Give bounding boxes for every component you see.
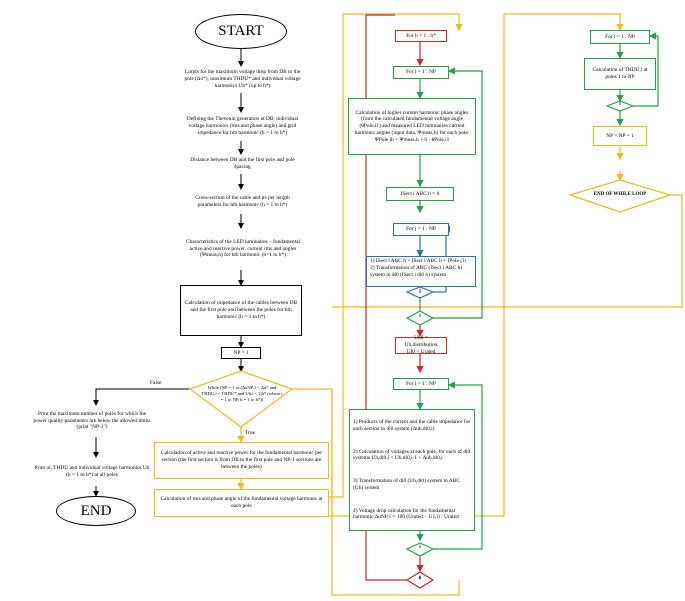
i-marker-b: i	[419, 545, 421, 550]
while-condition: While (NP = 1 or (ΔuNP,1 < Δu* and THDU,…	[201, 385, 283, 402]
for-h-loop: For h = 1 : h*	[395, 30, 447, 42]
proc3-text: 3) Transformation of di0 (Uh,di0) system…	[353, 478, 460, 491]
end-while-label: END OF WHILE LOOP	[593, 191, 647, 197]
for-i-loop-2: For i = 1 : NP	[393, 378, 449, 390]
distance-text: Distance between DB and the first pole a…	[190, 157, 295, 170]
cross-section-text: Cross-section of the cable and its per l…	[195, 194, 290, 208]
i-loop-end-right	[605, 100, 635, 112]
calc-thd: Calculation of THDU,i at poles 1 to NP	[584, 58, 656, 90]
green-arrows	[416, 32, 659, 550]
for-j-loop: For j = 1 : NP	[393, 223, 449, 236]
limits-text: Limits for the maximum voltage drop from…	[184, 69, 301, 89]
impedance-process: Calculation of impedance of the cables b…	[180, 285, 302, 336]
proc1-text: 1) Products of the current and the cable…	[353, 419, 471, 432]
i-loop-end-a	[405, 310, 435, 326]
for-i-loop-right: For i = 1 : NP	[590, 30, 650, 44]
led-input: Characteristics of the LED luminaires – …	[172, 228, 314, 270]
i-marker-a: i	[419, 314, 421, 319]
print-u-text: Print ui, THDU and individual voltage ha…	[34, 464, 150, 478]
i-loop-end-b	[405, 542, 435, 557]
limits-input: Limits for the maximum voltage drop from…	[176, 66, 309, 93]
left-arrows	[93, 49, 244, 497]
step2-text: 2) Transformation of ABC (ISect i ABC h)…	[370, 264, 463, 278]
print-max-output: Print the maximum number of poles for wh…	[26, 405, 158, 437]
for-i-loop-1: For i = 1 : NP	[393, 66, 449, 79]
calc-rms: Calculation of rms and phase angle of th…	[154, 489, 329, 517]
end-terminal: END	[56, 496, 136, 526]
distance-input: Distance between DB and the first pole a…	[182, 154, 303, 174]
j-loop-body: 1) ISect i ABC h = ISect i ABC h + IPole…	[366, 256, 476, 287]
np-init: NP = 1	[221, 347, 261, 359]
led-text: Characteristics of the LED luminaires – …	[185, 238, 301, 259]
calc-higher-harmonics: Calculation of higher current harmonic p…	[348, 98, 476, 155]
j-marker: j	[419, 289, 421, 294]
thevenin-text: Defining the Thevenin generators at DB: …	[186, 116, 299, 136]
thevenin-input: Defining the Thevenin generators at DB: …	[176, 112, 309, 141]
i-loop-body: 1) Products of the current and the cable…	[349, 409, 475, 531]
calc-active-power: Calculation of active and reactive power…	[154, 442, 329, 479]
while-decision	[188, 370, 294, 428]
print-u-output: Print ui, THDU and individual voltage ha…	[26, 457, 158, 486]
np-increment: NP = NP + 1	[593, 126, 647, 146]
h-marker: h	[418, 576, 422, 581]
yellow-arrows	[237, 13, 683, 596]
uh-text: Uh0 = Uh,distribution	[404, 335, 438, 349]
start-terminal: START	[195, 14, 287, 49]
false-label: False	[150, 380, 162, 386]
i-marker-right: i	[619, 102, 621, 107]
end-while-diamond	[568, 179, 672, 213]
cross-section-input: Cross-section of the cable and its per l…	[176, 189, 309, 214]
print-max-text: Print the maximum number of poles for wh…	[33, 410, 151, 431]
proc2-text: 2) Calculation of voltages at each pole,…	[353, 448, 471, 462]
step1-text: 1) ISect i ABC h = ISect i ABC h + IPole…	[370, 258, 466, 264]
uf-text: Uf0 = Urated	[406, 348, 436, 355]
h-loop-end	[405, 571, 435, 589]
j-loop-end	[405, 286, 435, 299]
isect-init: ISect i ABC h = 0	[386, 187, 454, 201]
proc4-text: 4) Voltage drop calculation for the fund…	[353, 507, 459, 521]
uh-init: Uh0 = Uh,distribution Uf0 = Urated	[395, 335, 447, 355]
true-label: True	[245, 430, 255, 436]
